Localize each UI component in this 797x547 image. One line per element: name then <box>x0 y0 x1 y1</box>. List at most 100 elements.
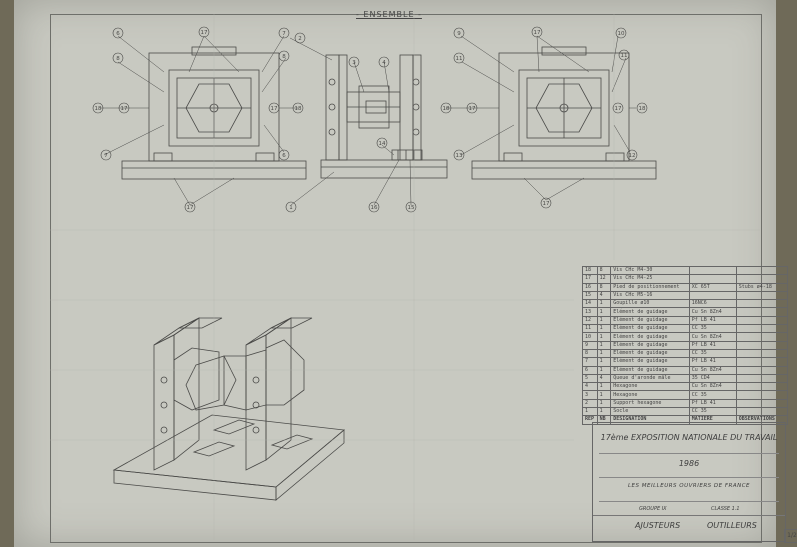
meilleurs-ouvriers: LES MEILLEURS OUVRIERS DE FRANCE <box>627 483 751 489</box>
bom-cell: Cu Sn 8Zn4 <box>688 332 737 342</box>
svg-text:12: 12 <box>629 153 636 159</box>
bom-cell: 1 <box>596 390 612 400</box>
bom-cell: CC 35 <box>688 407 737 417</box>
year: 1986 <box>678 459 700 468</box>
sheet-title: - ENSEMBLE - <box>356 10 422 19</box>
outilleurs: OUTILLEURS <box>707 521 757 530</box>
bom-cell <box>735 365 789 375</box>
bom-cell: 7 <box>582 357 598 367</box>
bom-cell: 2 <box>582 398 598 409</box>
bom-cell <box>688 274 737 284</box>
bom-cell: Vis CHc M4-30 <box>610 265 690 276</box>
bom-cell <box>735 299 789 309</box>
bom-cell <box>735 340 789 350</box>
bom-cell: Cu Sn 8Zn4 <box>688 365 737 375</box>
svg-text:8: 8 <box>116 56 120 62</box>
title-block: 17ème EXPOSITION NATIONALE DU TRAVAIL 19… <box>592 422 786 542</box>
bom-cell: 8 <box>596 265 612 276</box>
bom-cell: 1 <box>596 382 612 392</box>
drawing-sheet: - ENSEMBLE - <box>14 0 797 547</box>
svg-text:17: 17 <box>543 201 550 207</box>
bom-cell <box>735 307 789 317</box>
svg-text:18: 18 <box>295 106 302 112</box>
bom-cell: Queue d'aronde mâle <box>610 373 690 384</box>
bom-cell: 1 <box>596 357 612 367</box>
svg-text:16: 16 <box>371 205 378 211</box>
bom-cell: 1 <box>596 398 612 409</box>
bom-header-rep: REP <box>582 415 598 425</box>
svg-text:6: 6 <box>282 153 286 159</box>
bom-cell: 1 <box>596 324 612 334</box>
bom-cell: 16NC6 <box>688 299 737 309</box>
bom-cell: 4 <box>596 290 612 301</box>
bom-cell: CC 35 <box>688 348 737 359</box>
svg-text:15: 15 <box>408 205 415 211</box>
svg-text:11: 11 <box>621 53 628 59</box>
bom-cell: Elément de guidage <box>610 357 690 367</box>
bom-cell: Pf LB 41 <box>688 357 737 367</box>
side-view-center <box>320 54 448 179</box>
bom-cell <box>735 290 789 301</box>
bom-cell <box>735 390 789 400</box>
bom-cell <box>735 265 789 276</box>
bom-cell: 16 <box>582 282 598 292</box>
bom-cell <box>688 265 737 276</box>
svg-text:17: 17 <box>187 205 194 211</box>
bom-cell: 12 <box>582 315 598 326</box>
svg-text:10: 10 <box>618 31 625 37</box>
svg-text:18: 18 <box>639 106 646 112</box>
bom-cell: Hexagone <box>610 382 690 392</box>
svg-text:7: 7 <box>104 153 108 159</box>
groupe: GROUPE IX <box>639 506 667 512</box>
bom-cell: Hexagone <box>610 390 690 400</box>
bom-cell: Pf LB 41 <box>688 398 737 409</box>
grid-lines <box>50 14 760 540</box>
balloons <box>92 26 648 213</box>
bom-header-designation: DESIGNATION <box>610 415 690 425</box>
svg-text:18: 18 <box>443 106 450 112</box>
bom-cell: Pf LB 41 <box>688 340 737 350</box>
bom-cell: 1 <box>596 365 612 375</box>
bom-cell <box>735 373 789 384</box>
bom-cell: CC 35 <box>688 390 737 400</box>
bom-cell: 6 <box>582 365 598 375</box>
svg-text:9: 9 <box>457 31 461 37</box>
bom-cell: 35 CD4 <box>688 373 737 384</box>
bom-cell <box>735 382 789 392</box>
bom-cell: 10 <box>582 332 598 342</box>
bom-header-observations: OBSERVATIONS <box>735 415 789 425</box>
balloon-6: 6 <box>116 31 120 37</box>
bom-cell: XC 65T <box>688 282 737 292</box>
svg-text:18: 18 <box>95 106 102 112</box>
bom-cell: Elément de guidage <box>610 315 690 326</box>
svg-text:3: 3 <box>352 60 356 66</box>
svg-text:17: 17 <box>534 30 541 36</box>
svg-text:4: 4 <box>382 60 386 66</box>
classe: CLASSE 1.1 <box>711 506 740 512</box>
svg-text:17: 17 <box>121 106 128 112</box>
leader-lines <box>100 35 636 206</box>
bom-cell: 17 <box>582 274 598 284</box>
bom-cell: Pf LB 41 <box>688 315 737 326</box>
ajusteurs: AJUSTEURS <box>635 521 681 530</box>
bom-cell: Pied de positionnement <box>610 282 690 292</box>
bom-cell <box>735 324 789 334</box>
bom-cell: 12 <box>596 274 612 284</box>
bom-cell: Vis CHc M5-16 <box>610 290 690 301</box>
bom-cell: 18 <box>582 265 598 276</box>
isometric-view <box>112 317 345 501</box>
bom-cell: 1 <box>596 315 612 326</box>
